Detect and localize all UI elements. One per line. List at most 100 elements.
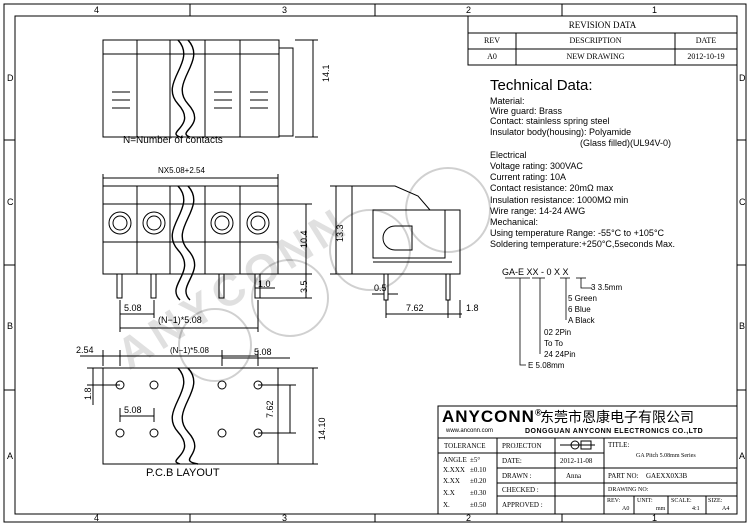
top-view (102, 39, 318, 138)
part-code-tree (505, 277, 592, 366)
outer-frame (3, 3, 747, 523)
part-code-option: E 5.08mm (528, 361, 565, 370)
size-value: A4 (722, 506, 730, 512)
zone-label-3: 3 (282, 5, 288, 15)
zone-label-1-bottom: 1 (652, 513, 658, 523)
tech-line: Contact resistance: 20mΩ max (490, 183, 614, 193)
zone-label-a: A (7, 451, 14, 461)
scale-value: 4:1 (692, 506, 700, 512)
rev-label: REV: (607, 498, 621, 504)
pcb-layout (80, 350, 318, 465)
zone-label-2-bottom: 2 (466, 513, 472, 523)
tolerance-label: TOLERANCE (444, 442, 486, 450)
watermark-logo (178, 167, 491, 382)
tech-line: Soldering temperature:+250°C,5seconds Ma… (490, 239, 675, 249)
zone-label-3-bottom: 3 (282, 513, 288, 523)
title-block (437, 405, 738, 515)
part-code-option: A Black (568, 316, 595, 325)
zone-label-2: 2 (466, 5, 472, 15)
company-english-name: DONGGUAN ANYCONN ELECTRONICS CO.,LTD (525, 428, 704, 435)
pcb-layout-label: P.C.B LAYOUT (146, 467, 220, 479)
zone-label-b-right: B (739, 321, 746, 331)
tol-xxx-label: X.XX (443, 477, 460, 485)
part-no-value: GAEXX0X3B (646, 472, 688, 480)
dim-pcb-pitch-inner: 5.08 (124, 405, 142, 415)
date-label: DATE: (502, 457, 522, 465)
revision-title: REVISION DATA (568, 20, 637, 30)
dim-front-pin-width: 1.0 (258, 279, 271, 289)
part-code-option: 5 Green (568, 294, 597, 303)
drawing-no-label: DRAWING NO: (608, 487, 649, 493)
tech-line: Voltage rating: 300VAC (490, 161, 583, 171)
zone-label-4-bottom: 4 (94, 513, 100, 523)
registered-mark: ® (534, 407, 543, 418)
tech-line: Wire guard: Brass (490, 106, 563, 116)
revision-header-date: DATE (695, 36, 717, 45)
dim-pcb-side: 1.8 (83, 387, 93, 400)
side-view (330, 185, 462, 318)
dim-front-pitch: 5.08 (124, 303, 142, 313)
tech-line: Electrical (490, 150, 527, 160)
revision-rev-value: A0 (487, 52, 497, 61)
dim-top-height: 14.1 (321, 64, 331, 82)
zone-label-1: 1 (652, 5, 658, 15)
tol-xx-value: ±0.30 (470, 489, 487, 497)
drawn-label: DRAWN : (502, 472, 532, 480)
zone-label-d-right: D (739, 73, 746, 83)
dim-side-pin: 0.5 (374, 283, 387, 293)
tech-line: Contact: stainless spring steel (490, 116, 610, 126)
tech-line: Mechanical: (490, 217, 539, 227)
company-chinese-name: 东莞市恩康电子有限公司 (540, 409, 694, 425)
size-label: SIZE: (708, 498, 723, 504)
drawn-value: Anna (566, 472, 582, 480)
part-code-option: 6 Blue (568, 305, 591, 314)
part-code-option: 24 24Pin (544, 350, 576, 359)
unit-label: UNIT: (637, 498, 653, 504)
dim-pcb-rows: 7.62 (265, 400, 275, 418)
title-label: TITLE: (608, 441, 630, 449)
tol-xxx-value: ±0.20 (470, 477, 487, 485)
revision-description-value: NEW DRAWING (566, 52, 625, 61)
part-no-label: PART NO: (608, 472, 639, 480)
tol-angle-label: ANGLE (443, 456, 467, 464)
dim-pcb-span: (N−1)*5.08 (170, 346, 209, 355)
dim-pcb-pitch-top: 5.08 (254, 347, 272, 357)
dim-front-span: (N−1)*5.08 (158, 315, 202, 325)
tech-line: Using temperature Range: -55°C to +105°C (490, 228, 665, 238)
scale-label: SCALE: (671, 498, 692, 504)
dim-side-offset: 1.8 (466, 303, 479, 313)
projection-label: PROJECTON (502, 442, 542, 450)
dim-pcb-total: 14.10 (317, 417, 327, 440)
tol-x-label: X. (443, 501, 450, 509)
tol-xxxx-label: X.XXX (443, 466, 465, 474)
dim-front-pin: 3.5 (299, 280, 309, 293)
zone-label-4: 4 (94, 5, 100, 15)
dim-pcb-left: 2.54 (76, 345, 94, 355)
checked-label: CHECKED : (502, 486, 539, 494)
tol-xx-label: X.X (443, 489, 455, 497)
tol-angle-value: ±5° (470, 456, 481, 464)
title-value: GA Pitch 5.08mm Series (636, 453, 696, 459)
inner-frame (14, 15, 738, 515)
contacts-note: N=Number of contacts (123, 135, 223, 146)
tol-xxxx-value: ±0.10 (470, 466, 487, 474)
tech-line: (Glass filled)(UL94V-0) (580, 138, 672, 148)
zone-label-d: D (7, 73, 14, 83)
revision-header-description: DESCRIPTION (569, 36, 622, 45)
zone-label-a-right: A (739, 451, 746, 461)
zone-label-b: B (7, 321, 14, 331)
part-code-option: 3 3.5mm (591, 283, 623, 292)
dim-front-width: NX5.08+2.54 (158, 166, 205, 175)
tech-line: Insulation resistance: 1000MΩ min (490, 195, 629, 205)
zone-label-c: C (7, 197, 14, 207)
tech-line: Current rating: 10A (490, 172, 567, 182)
unit-value: mm (656, 506, 666, 512)
revision-date-value: 2012-10-19 (687, 52, 725, 61)
front-view (102, 174, 312, 332)
company-brand: ANYCONN® (442, 407, 543, 426)
tech-line: Material: (490, 96, 525, 106)
part-code-option: 02 2Pin (544, 328, 572, 337)
part-code-option: To To (544, 339, 563, 348)
dim-side-row: 7.62 (406, 303, 424, 313)
